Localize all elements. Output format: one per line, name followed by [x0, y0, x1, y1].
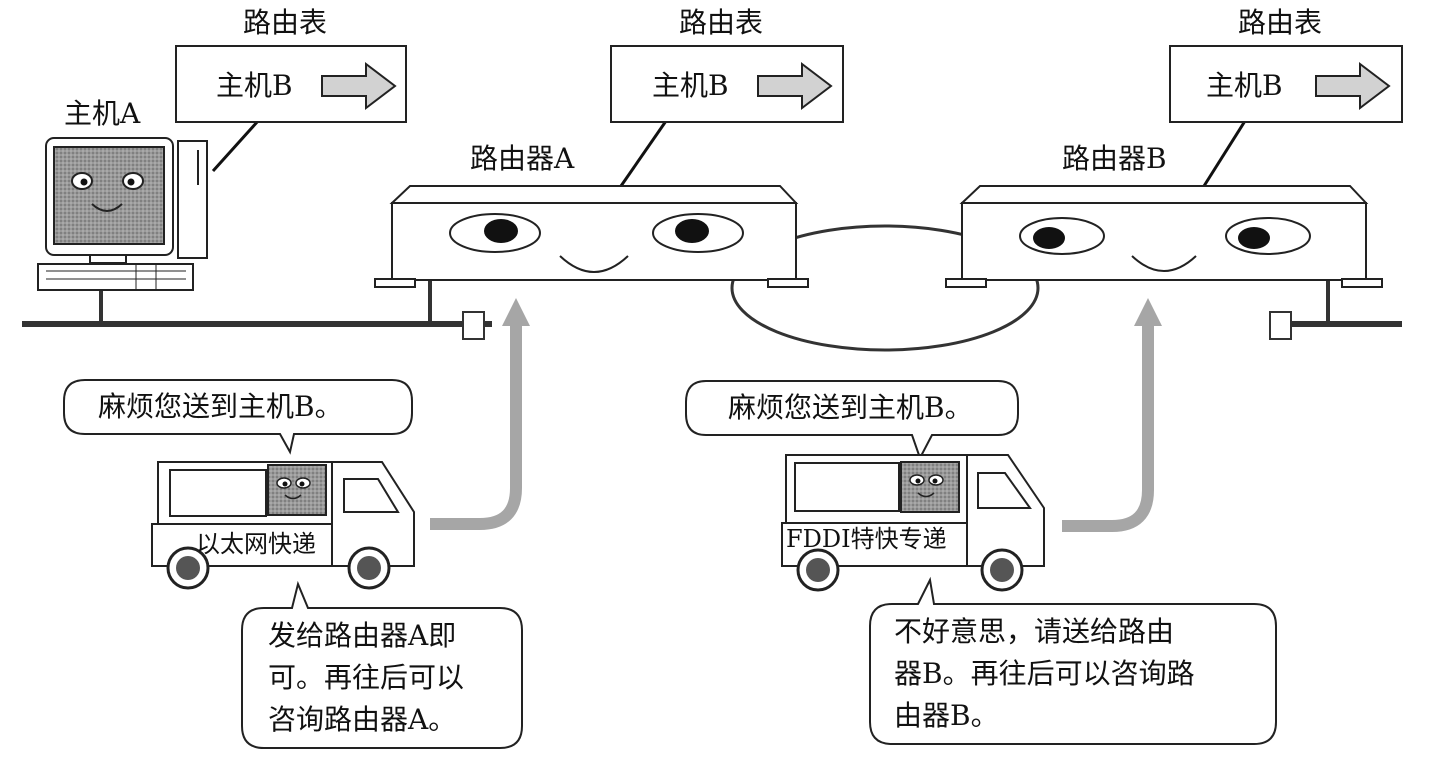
- routing-table-entry-router-a: 主机B: [652, 69, 729, 102]
- arrow-head-icon: [502, 298, 530, 326]
- router-b-icon: [945, 185, 1383, 288]
- routing-table-title-router-b: 路由表: [1238, 6, 1323, 39]
- router-a-icon: [374, 185, 809, 288]
- fddi-truck-icon: [781, 454, 1045, 592]
- reply-line: 可。再往后可以: [268, 661, 465, 694]
- reply-bubbles: [241, 576, 1277, 749]
- reply-line: 由器B。: [894, 699, 999, 732]
- up-arrow-to-router-a: [430, 322, 522, 530]
- reply-bubble-left: [241, 580, 523, 749]
- fddi-ring: [730, 224, 1040, 352]
- routing-table-entry-router-b: 主机B: [1206, 69, 1283, 102]
- reply-line: 不好意思，请送给路由: [894, 615, 1175, 648]
- reply-text-left: 发给路由器A即 可。再往后可以 咨询路由器A。: [268, 615, 464, 741]
- routing-table-title-host-a: 路由表: [243, 6, 328, 39]
- table-connectors: [211, 119, 1247, 187]
- request-bubble-left: [63, 379, 413, 455]
- arrow-head-icon: [1134, 298, 1162, 326]
- truck-label-ethernet: 以太网快递: [196, 530, 316, 558]
- request-text-left: 麻烦您送到主机B。: [98, 390, 343, 423]
- routing-table-entry-host-a: 主机B: [216, 69, 293, 102]
- routing-table-title-router-a: 路由表: [679, 6, 764, 39]
- up-arrow-to-router-b: [1062, 322, 1154, 532]
- routing-table-boxes: [175, 45, 1403, 123]
- terminator-left: [462, 311, 485, 340]
- reply-bubble-right: [869, 576, 1277, 745]
- reply-line: 发给路由器A即: [268, 619, 457, 652]
- ethernet-truck-icon: [151, 461, 415, 590]
- terminator-right: [1269, 311, 1292, 340]
- reply-line: 器B。再往后可以咨询路: [894, 657, 1195, 690]
- network-links: [22, 224, 1402, 352]
- request-text-right: 麻烦您送到主机B。: [728, 391, 973, 424]
- router-b-label: 路由器B: [1062, 142, 1167, 175]
- truck-label-fddi: FDDI特快专递: [786, 525, 947, 553]
- request-bubble-right: [685, 380, 1019, 461]
- reply-line: 咨询路由器A。: [268, 703, 457, 736]
- table-arrow-icons: [321, 61, 1391, 111]
- flow-arrows: [430, 298, 1162, 532]
- right-arrow-icon: [1315, 61, 1391, 111]
- request-bubbles: [63, 379, 1019, 461]
- reply-text-right: 不好意思，请送给路由 器B。再往后可以咨询路 由器B。: [894, 611, 1195, 737]
- host-a-label: 主机A: [64, 97, 141, 130]
- right-arrow-icon: [757, 61, 833, 111]
- right-arrow-icon: [321, 61, 397, 111]
- router-a-label: 路由器A: [470, 142, 575, 175]
- host-a-computer-icon: [37, 137, 208, 291]
